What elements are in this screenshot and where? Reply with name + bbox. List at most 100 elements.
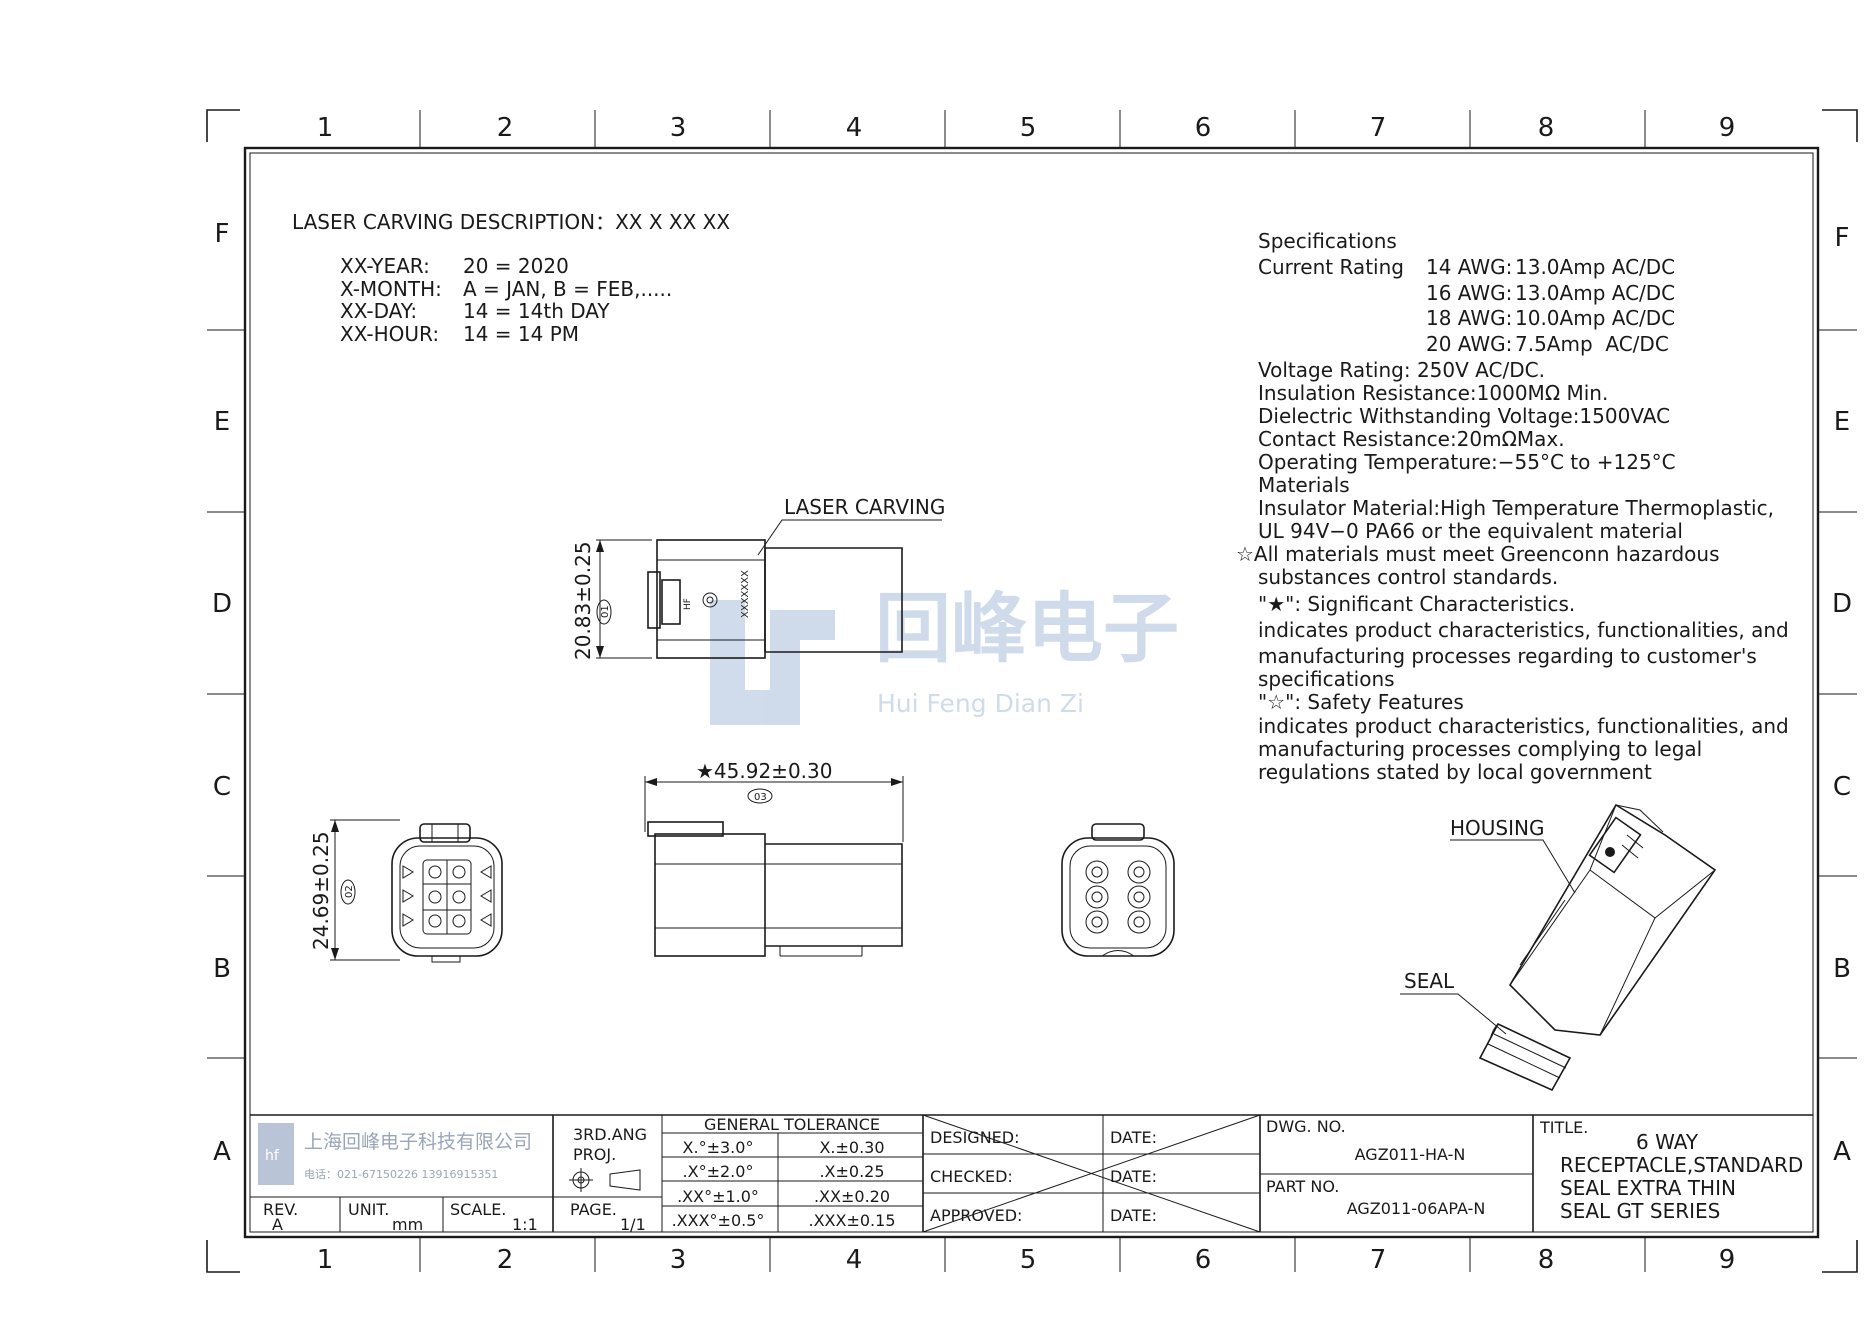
laser-key-hour: XX-HOUR: [340,322,439,346]
checked-label: CHECKED: [930,1167,1013,1186]
spec-line-17: regulations stated by local government [1258,760,1652,784]
row-label-A: A [213,1137,231,1167]
tol-b-0: X.±0.30 [819,1138,884,1157]
col-label-1: 1 [317,113,334,143]
column-labels-bottom: 1 2 3 4 5 6 7 8 9 [317,1245,1736,1275]
title-block: hf 上海回峰电子科技有限公司 电话：021-67150226 13916915… [250,1114,1813,1234]
row-label-F: F [215,219,230,249]
spec-line-15: indicates product characteristics, funct… [1258,714,1789,738]
col-label-4: 4 [846,113,863,143]
laser-title: LASER CARVING DESCRIPTION：XX X XX XX [292,210,730,234]
seal-part [1478,1022,1572,1092]
spec-line-14: "☆": Safety Features [1258,690,1464,714]
laser-val-day: 14 = 14th DAY [463,299,610,323]
part-number: AGZ011-06APA-N [1347,1199,1486,1218]
column-labels-top: 1 2 3 4 5 6 7 8 9 [317,113,1736,143]
col-label-5: 5 [1020,113,1037,143]
tol-a-1: .X°±2.0° [683,1162,754,1181]
col-label-3: 3 [670,113,687,143]
rear-view [1061,823,1175,957]
col-label-8-bottom: 8 [1538,1245,1555,1275]
spec-line-8: ☆All materials must meet Greenconn hazar… [1236,542,1720,566]
scale-label: SCALE. [450,1200,506,1219]
col-label-4-bottom: 4 [846,1245,863,1275]
spec-line-11: indicates product characteristics, funct… [1258,618,1789,642]
spec-current-val-16: 13.0Amp AC/DC [1515,281,1675,305]
rear-view-outline [1061,837,1175,957]
date-label-2: DATE: [1110,1167,1157,1186]
spec-current-val-20: 7.5Amp AC/DC [1515,332,1669,356]
row-label-C: C [213,772,231,802]
laser-val-month: A = JAN, B = FEB,..... [463,277,672,301]
dim-height-front: 24.69±0.25 [309,831,333,950]
row-label-E-right: E [1834,407,1850,437]
dwg-label: DWG. NO. [1266,1117,1346,1136]
spec-heading: Specifications [1258,229,1397,253]
row-labels-left: F E D C B A [212,219,232,1167]
spec-line-9: substances control standards. [1258,565,1558,589]
tolerance-title: GENERAL TOLERANCE [704,1115,880,1134]
page-label: PAGE. [570,1200,617,1219]
row-labels-right: F E D C B A [1832,223,1852,1167]
col-label-2: 2 [497,113,514,143]
col-label-1-bottom: 1 [317,1245,334,1275]
tol-a-2: .XX°±1.0° [677,1187,759,1206]
spec-current-label: Current Rating [1258,255,1404,279]
spec-current-awg-14: 14 AWG: [1426,255,1512,279]
spec-line-1: Insulation Resistance:1000MΩ Min. [1258,381,1608,405]
top-view-body-right [765,547,903,653]
laser-val-hour: 14 = 14 PM [463,322,579,346]
housing-label: HOUSING [1450,816,1544,840]
date-label-3: DATE: [1110,1206,1157,1225]
part-label: PART NO. [1266,1177,1339,1196]
spec-line-10: "★": Significant Characteristics. [1258,592,1575,616]
laser-carving-description: LASER CARVING DESCRIPTION：XX X XX XX XX-… [292,210,730,346]
laser-key-year: XX-YEAR: [340,254,430,278]
dim-length-tag: 03 [754,792,767,803]
col-label-5-bottom: 5 [1020,1245,1037,1275]
frame-corners [206,109,1858,1273]
page-value: 1/1 [620,1215,646,1234]
tol-b-3: .XXX±0.15 [809,1211,896,1230]
spec-current-awg-20: 20 AWG: [1426,332,1512,356]
laser-val-year: 20 = 2020 [463,254,569,278]
side-view-body-left [654,833,766,957]
date-label-1: DATE: [1110,1128,1157,1147]
rev-value: A [272,1215,283,1234]
scale-value: 1:1 [512,1215,538,1234]
col-label-8: 8 [1538,113,1555,143]
row-label-F-right: F [1835,223,1850,253]
tol-b-1: .X±0.25 [819,1162,884,1181]
spec-line-3: Contact Resistance:20mΩMax. [1258,427,1565,451]
proj-label: 3RD.ANG [573,1125,647,1144]
seal-leader [1400,993,1507,1035]
col-label-6: 6 [1195,113,1212,143]
col-label-2-bottom: 2 [497,1245,514,1275]
svg-text:hf: hf [265,1148,280,1164]
row-label-E: E [214,407,230,437]
col-label-7-bottom: 7 [1370,1245,1387,1275]
designed-label: DESIGNED: [930,1128,1020,1147]
inner-border [243,146,1820,1239]
projection-symbol-icon [569,1168,641,1192]
spec-line-0: Voltage Rating: 250V AC/DC. [1258,358,1545,382]
stamp-text: XXXXXXX [740,570,751,618]
title-line-3: SEAL GT SERIES [1560,1199,1720,1223]
latch-icon [661,579,681,625]
tol-b-2: .XX±0.20 [814,1187,890,1206]
unit-value: mm [392,1215,423,1234]
spec-line-12: manufacturing processes regarding to cus… [1258,644,1757,668]
row-label-B: B [213,954,231,984]
spec-line-5: Materials [1258,473,1350,497]
row-label-C-right: C [1833,772,1851,802]
housing-leader [1450,839,1576,894]
spec-line-4: Operating Temperature:−55°C to +125°C [1258,450,1676,474]
isometric-view: HOUSING SEAL [1400,803,1717,1092]
rev-label: REV. [263,1200,298,1219]
company-name: 上海回峰电子科技有限公司 [304,1131,532,1153]
spec-line-6: Insulator Material:High Temperature Ther… [1258,496,1774,520]
spec-current-val-14: 13.0Amp AC/DC [1515,255,1675,279]
proj-label-2: PROJ. [573,1145,616,1164]
col-label-3-bottom: 3 [670,1245,687,1275]
